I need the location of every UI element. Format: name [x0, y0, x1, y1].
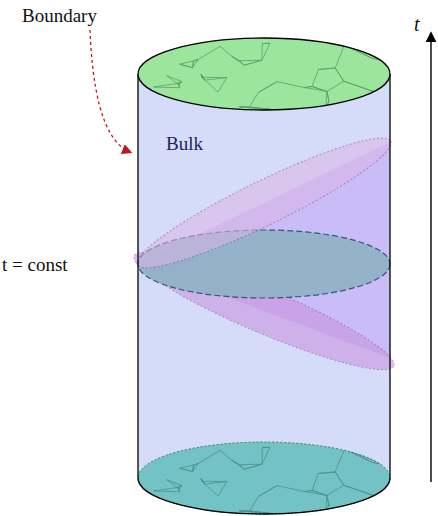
tessellation-line: [167, 480, 182, 486]
tessellation-line: [327, 495, 329, 505]
tessellation-line: [193, 463, 199, 471]
tessellation-line: [180, 61, 194, 64]
tessellation-line: [177, 82, 182, 84]
tessellation-line: [177, 486, 182, 488]
tessellation-line: [335, 449, 344, 472]
tessellation-line: [205, 80, 218, 92]
tessellation-line: [220, 46, 231, 56]
tessellation-line: [327, 91, 329, 101]
tessellation-line: [244, 464, 262, 469]
boundary-label: Boundary: [22, 6, 97, 25]
tessellation-line: [335, 472, 344, 485]
tessellation-line: [198, 450, 220, 463]
tessellation-line: [318, 472, 335, 473]
tessellation-line: [327, 91, 329, 101]
tessellation-line: [205, 78, 227, 81]
tessellation-line: [220, 450, 231, 460]
tessellation-line: [262, 447, 270, 448]
tessellation-line: [262, 43, 270, 44]
tessellation-line: [335, 472, 344, 485]
bulk-label: Bulk: [166, 134, 203, 153]
tessellation-line: [180, 468, 193, 471]
tessellation-line: [262, 447, 270, 464]
tessellation-line: [304, 88, 326, 92]
tessellation-line: [258, 486, 277, 497]
tessellation-line: [200, 74, 202, 77]
tessellation-line: [244, 464, 262, 469]
tessellation-line: [277, 82, 304, 88]
tessellation-line: [312, 473, 318, 490]
tessellation-line: [205, 484, 218, 496]
tessellation-line: [193, 59, 199, 67]
tessellation-line: [249, 496, 258, 511]
boundary-pointer: [90, 30, 130, 152]
tessellation-line: [318, 68, 335, 69]
tessellation-line: [318, 472, 335, 473]
tessellation-line: [318, 68, 335, 69]
tessellation-line: [167, 76, 182, 82]
tessellation-line: [180, 465, 194, 468]
tessellation-line: [327, 495, 329, 505]
tessellation-line: [261, 44, 262, 61]
time-slice-label: t = const: [2, 255, 68, 274]
tessellation-line: [218, 78, 227, 93]
tessellation-line: [372, 462, 383, 464]
tessellation-line: [154, 83, 178, 87]
tessellation-line: [198, 46, 220, 59]
tessellation-line: [244, 60, 262, 65]
tessellation-line: [218, 482, 227, 497]
tessellation-line: [326, 505, 329, 511]
tessellation-line: [154, 487, 178, 491]
tessellation-line: [240, 60, 262, 61]
tessellation-line: [335, 68, 344, 81]
tessellation-line: [240, 464, 262, 465]
tessellation-line: [258, 486, 277, 497]
bottom-disk: [138, 442, 390, 514]
tessellation-line: [312, 69, 318, 86]
tessellation-line: [244, 60, 262, 65]
tessellation-line: [335, 68, 344, 81]
tessellation-line: [202, 481, 227, 482]
tessellation-line: [344, 485, 374, 495]
time-axis: [430, 34, 431, 482]
tessellation-line: [154, 491, 180, 493]
tessellation-line: [344, 81, 374, 91]
tessellation-line: [277, 486, 304, 492]
tessellation-line: [200, 478, 202, 481]
tessellation-line: [180, 468, 193, 471]
tessellation-line: [154, 87, 180, 89]
tessellation-line: [177, 82, 182, 84]
tessellation-line: [372, 462, 383, 464]
future-slice: [128, 121, 401, 284]
tessellation-line: [326, 101, 329, 107]
top-disk: [138, 38, 390, 110]
tessellation-line: [258, 82, 277, 93]
tessellation-line: [180, 64, 193, 67]
tessellation-line: [239, 106, 249, 107]
tessellation-line: [180, 64, 193, 67]
tessellation-line: [205, 482, 227, 485]
tessellation-line: [335, 45, 344, 68]
tessellation-line: [262, 43, 270, 44]
tessellation-line: [202, 77, 227, 78]
tessellation-line: [202, 481, 205, 484]
time-axis-label: t: [414, 14, 420, 34]
tessellation-line: [262, 447, 270, 448]
tessellation-line: [249, 92, 258, 107]
tessellation-line: [202, 77, 205, 80]
tessellation-line: [262, 43, 270, 60]
tessellation-line: [327, 485, 344, 495]
bulk-region: [138, 74, 390, 478]
tessellation-line: [177, 486, 182, 488]
tessellation-line: [239, 510, 249, 511]
tessellation-line: [327, 81, 344, 91]
tessellation-line: [261, 448, 262, 465]
tessellation-line: [258, 82, 277, 93]
tessellation-line: [304, 492, 326, 496]
